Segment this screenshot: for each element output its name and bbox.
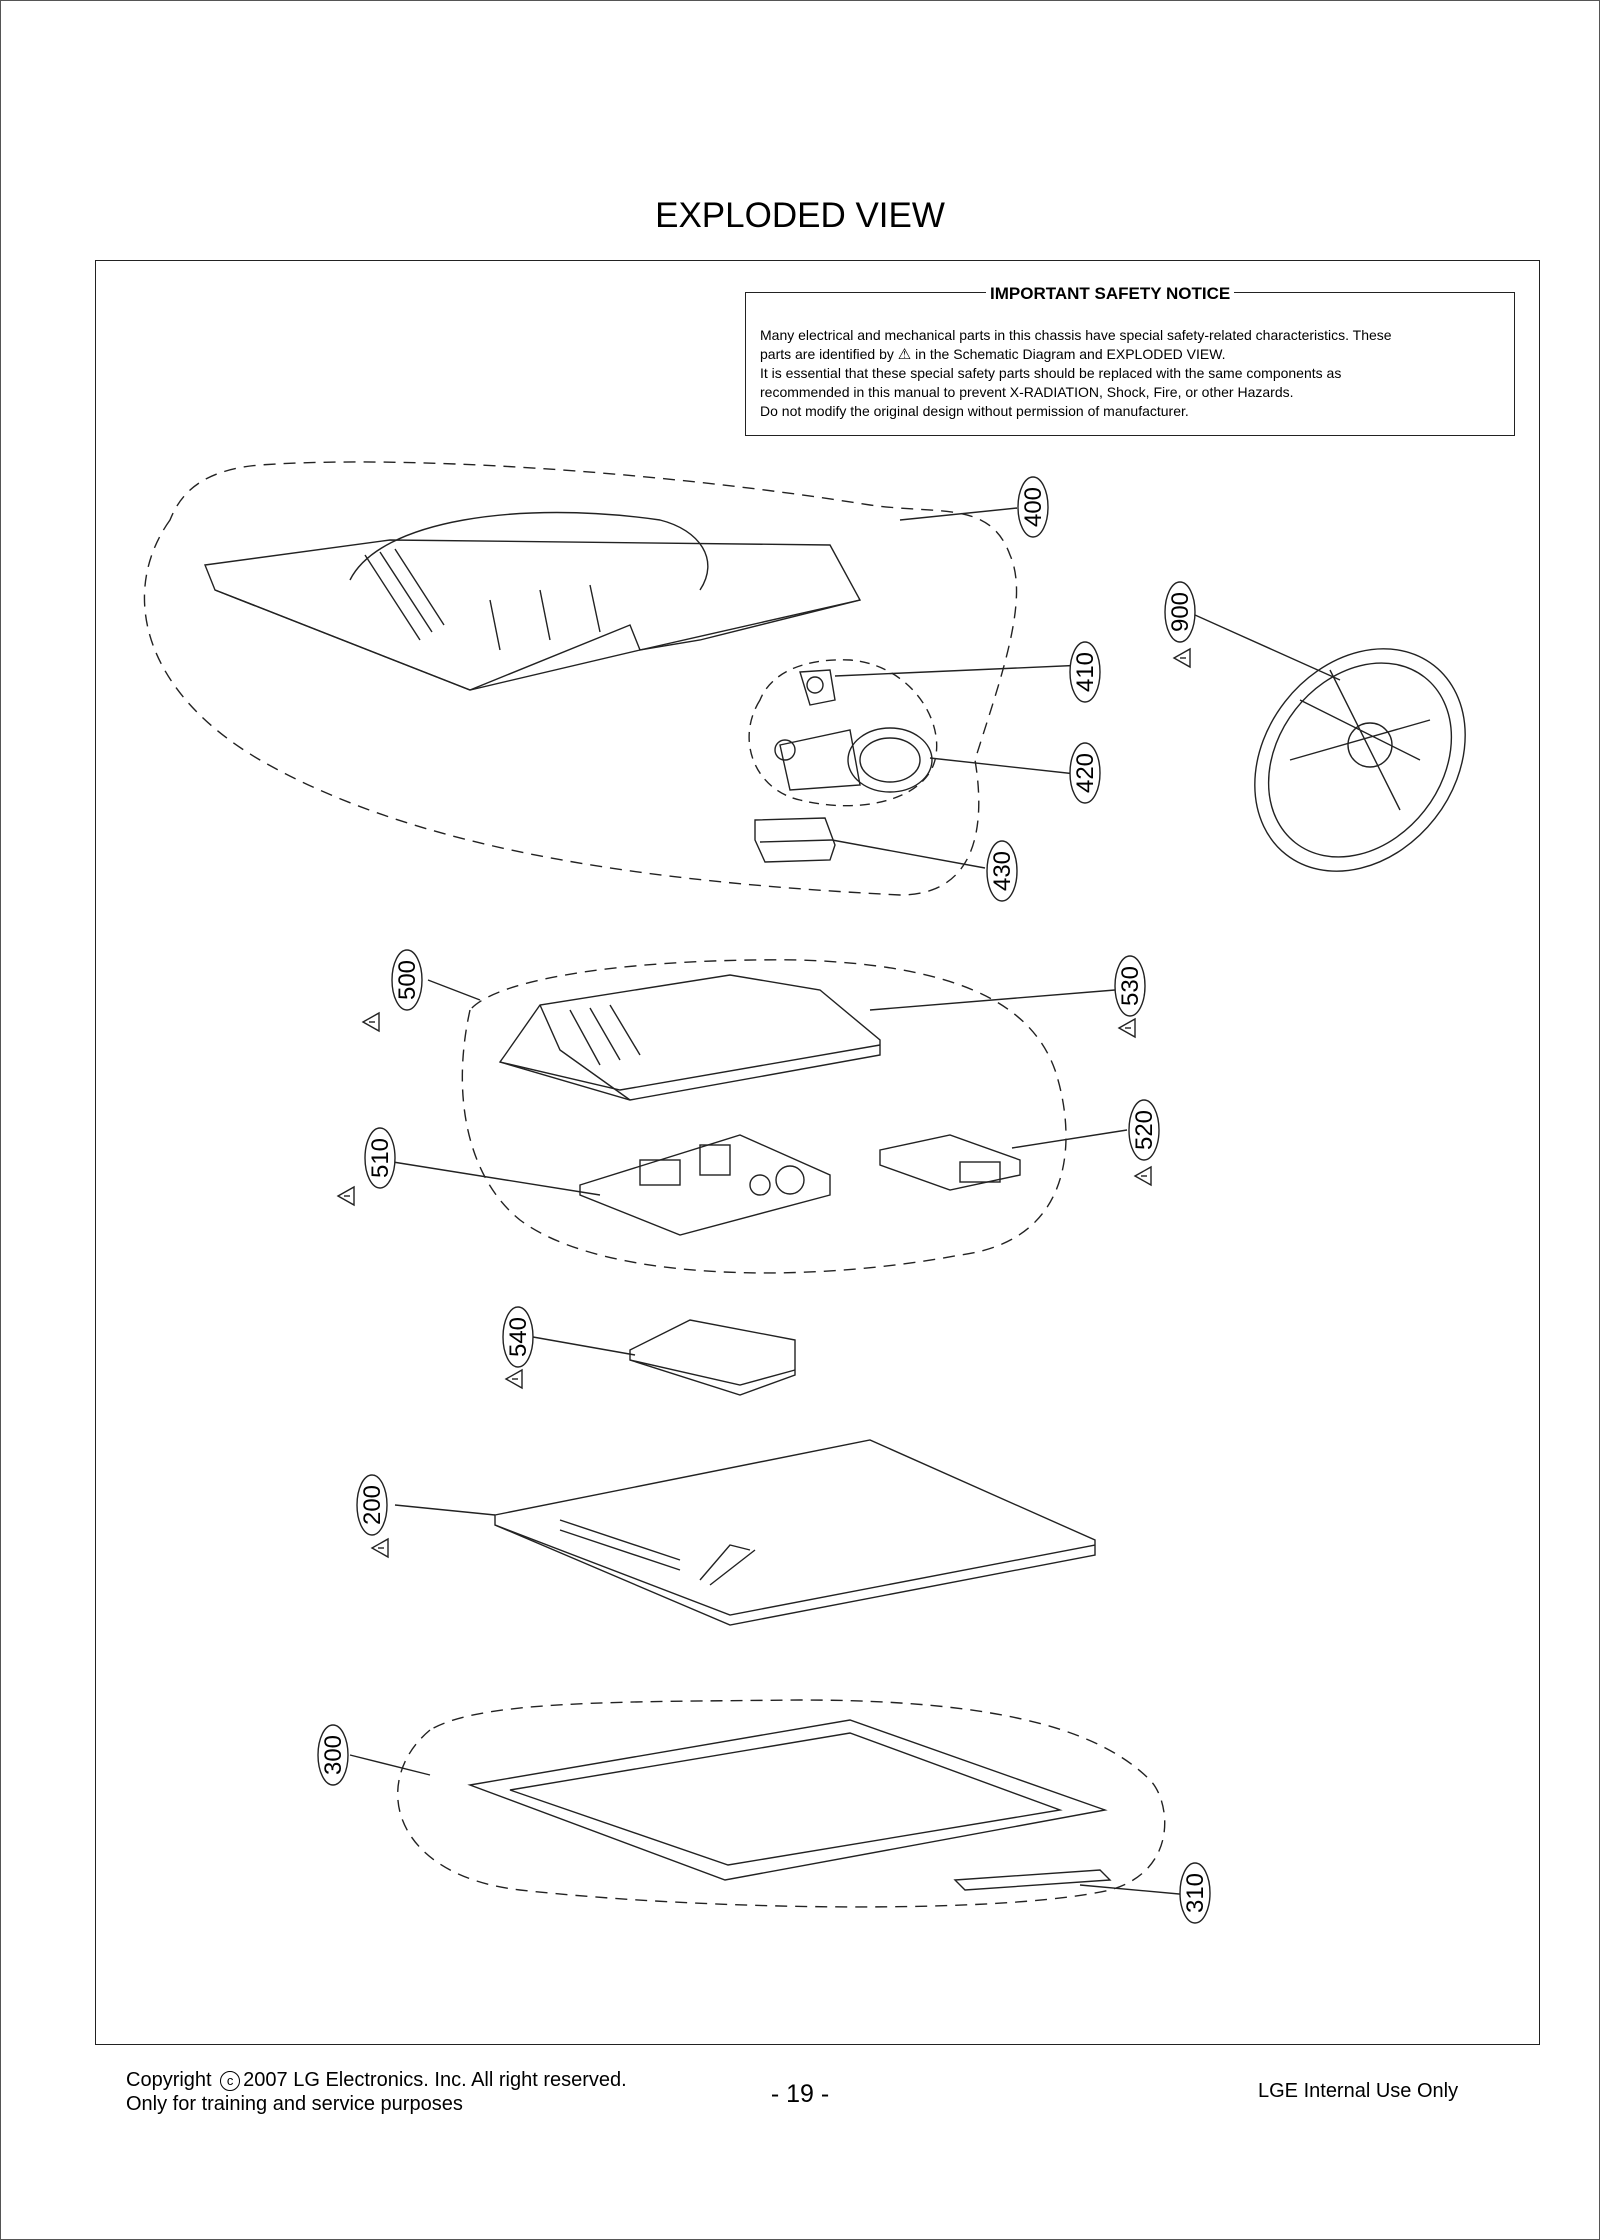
notice-line: recommended in this manual to prevent X-… <box>760 384 1294 400</box>
warning-triangle-icon: ⚠ <box>897 346 912 363</box>
part-310-control-button <box>953 1869 1112 1891</box>
page-title: EXPLODED VIEW <box>655 196 945 235</box>
part-number-label: 420 <box>1072 753 1099 793</box>
leader-line-530 <box>869 989 1116 1011</box>
part-420-hinge-ring <box>774 727 933 793</box>
part-number-label: 540 <box>505 1317 532 1357</box>
callout-310: 310 <box>1179 1862 1211 1924</box>
safety-notice-heading: IMPORTANT SAFETY NOTICE <box>986 284 1235 304</box>
leader-line-500 <box>427 979 481 1001</box>
callout-430: 430 <box>986 840 1018 902</box>
warning-triangle-icon <box>361 1011 380 1033</box>
part-number-label: 410 <box>1072 652 1099 692</box>
safety-notice-box: IMPORTANT SAFETY NOTICE Many electrical … <box>745 284 1515 436</box>
callout-300: 300 <box>317 1724 349 1786</box>
part-530-shield-case <box>498 974 881 1101</box>
part-number-label: 430 <box>989 851 1016 891</box>
callout-510: 510 <box>364 1127 396 1189</box>
leader-line-400 <box>899 507 1018 521</box>
part-510-power-board <box>579 1134 831 1236</box>
copyright-icon: c <box>220 2070 241 2091</box>
notice-line: in the Schematic Diagram and EXPLODED VI… <box>915 346 1226 362</box>
part-540-bracket <box>629 1319 796 1396</box>
callout-500: 500 <box>391 949 423 1011</box>
warning-triangle-icon <box>370 1537 389 1559</box>
callout-410: 410 <box>1069 641 1101 703</box>
leader-line-510 <box>392 1161 601 1196</box>
part-number-label: 530 <box>1117 966 1144 1006</box>
group-outline-electronics <box>461 959 1067 1274</box>
warning-triangle-icon <box>1133 1165 1152 1187</box>
leader-line-410 <box>834 664 1086 677</box>
diagram-frame <box>95 260 1540 2045</box>
copyright-word: Copyright <box>126 2069 212 2091</box>
leader-line-200 <box>394 1504 496 1516</box>
leader-line-310 <box>1079 1884 1191 1896</box>
leader-line-420 <box>929 757 1086 776</box>
footer-internal: LGE Internal Use Only <box>1258 2080 1459 2102</box>
leader-line-430 <box>831 839 986 869</box>
part-number-label: 900 <box>1167 592 1194 632</box>
callout-530: 530 <box>1114 955 1146 1017</box>
safety-notice-text: Many electrical and mechanical parts in … <box>760 326 1500 421</box>
leader-line-300 <box>349 1754 431 1776</box>
callout-400: 400 <box>1017 476 1049 538</box>
part-200-lcd-module <box>494 1439 1096 1626</box>
footer-note: Only for training and service purposes <box>126 2093 463 2115</box>
page-number: - 19 - <box>770 2080 830 2108</box>
callout-900: 900 <box>1164 581 1196 643</box>
callout-200: 200 <box>356 1474 388 1536</box>
notice-line: It is essential that these special safet… <box>760 365 1342 381</box>
part-number-label: 510 <box>367 1138 394 1178</box>
leader-line-520 <box>1011 1129 1128 1149</box>
callout-520: 520 <box>1128 1099 1160 1161</box>
notice-line: Do not modify the original design withou… <box>760 403 1189 419</box>
part-400-rear-cover <box>204 511 862 691</box>
notice-line: parts are identified by <box>760 346 894 362</box>
group-outline-rear-cover <box>143 461 1018 896</box>
warning-triangle-icon <box>1172 647 1191 669</box>
part-430-hinge-base <box>754 817 836 863</box>
part-900-stand-base <box>1254 648 1466 872</box>
part-number-label: 520 <box>1131 1110 1158 1150</box>
warning-triangle-icon <box>336 1185 355 1207</box>
warning-triangle-icon <box>504 1368 523 1390</box>
part-number-label: 500 <box>394 960 421 1000</box>
group-outline-hinge <box>748 659 938 807</box>
part-number-label: 310 <box>1182 1873 1209 1913</box>
callout-420: 420 <box>1069 742 1101 804</box>
leader-line-540 <box>532 1336 636 1356</box>
part-520-main-board <box>879 1134 1021 1191</box>
callout-540: 540 <box>502 1306 534 1368</box>
group-outline-front-bezel <box>397 1699 1166 1908</box>
warning-triangle-icon <box>1117 1017 1136 1039</box>
part-300-front-bezel <box>467 1719 1108 1881</box>
notice-line: Many electrical and mechanical parts in … <box>760 327 1392 343</box>
copyright-text: 2007 LG Electronics. Inc. All right rese… <box>243 2069 627 2091</box>
part-number-label: 300 <box>320 1735 347 1775</box>
part-number-label: 400 <box>1020 487 1047 527</box>
part-410-hinge-clip <box>799 669 836 706</box>
leader-line-900 <box>1194 614 1341 681</box>
part-number-label: 200 <box>359 1485 386 1525</box>
